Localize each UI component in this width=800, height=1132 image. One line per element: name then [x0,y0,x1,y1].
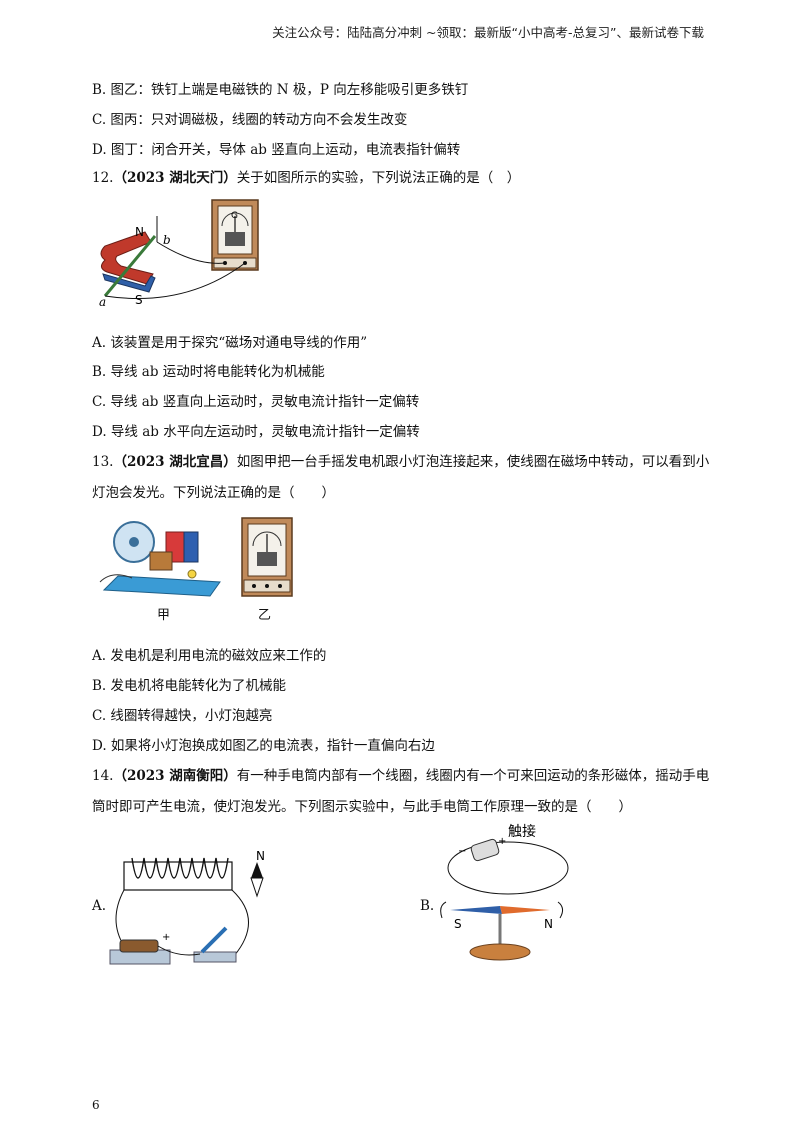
needle-south [450,906,502,914]
q11-option-c: C. 图丙：只对调磁极，线圈的转动方向不会发生改变 [92,112,408,128]
wire-b [156,241,226,264]
battery-plus-label: + [162,932,170,943]
q14-figure-a-solenoid-circuit: N + [109,849,265,965]
page-header: 关注公众号：陆陆高分冲刺 ~领取：最新版“小中高考-总复习”、最新试卷下载 [272,25,704,40]
touch-label: 触接 [508,823,536,840]
q14-option-b-label: B. [420,898,435,914]
label-a: a [99,295,106,309]
battery-cell [470,838,500,862]
label-s: S [135,293,143,307]
compass-south [250,877,264,898]
q13-source: （2023 湖北宜昌） [113,454,237,470]
q14-stem-text1: 有一种手电筒内部有一个线圈，线圈内有一个可来回运动的条形磁体，摇动手电 [236,768,710,784]
caption-yi: 乙 [258,608,272,623]
switch-base [193,951,237,963]
q14-source: （2023 湖南衡阳） [113,768,237,784]
q12-option-d: D. 导线 ab 水平向左运动时，灵敏电流计指针一定偏转 [92,424,420,440]
q14-figure-b-compass: 触接 + − S N [440,823,569,961]
q12-stem-text: 关于如图所示的实验，下列说法正确的是（ ） [236,170,521,186]
compass-north [251,862,263,878]
rotate-arrow-left [440,901,447,919]
compass-n-label: N [256,849,265,863]
q13-stem-text1: 如图甲把一台手摇发电机跟小灯泡连接起来，使线圈在磁场中转动，可以看到小 [236,454,710,470]
q13-stem-line2: 灯泡会发光。下列说法正确的是（ ） [92,485,335,501]
wire-a [104,262,246,300]
q13-option-a: A. 发电机是利用电流的磁效应来工作的 [92,648,327,664]
q13-number: 13. [92,454,114,470]
horseshoe-magnet-north [100,231,154,285]
generator-coil [149,551,173,571]
generator-board [102,575,221,597]
q13-option-c: C. 线圈转得越快，小灯泡越亮 [92,708,273,724]
wire-left [115,889,125,947]
galvanometer-mechanism [225,232,245,246]
q12-option-a: A. 该装置是用于探究“磁场对通电导线的作用” [92,335,368,351]
generator-magnet-blue [183,531,199,563]
q12-number: 12. [92,170,114,186]
switch-lever [200,926,228,954]
q12-option-c: C. 导线 ab 竖直向上运动时，灵敏电流计指针一定偏转 [92,394,420,410]
wire-loop [447,841,569,895]
page-number: 6 [92,1098,100,1112]
q13-stem-line1: 13.（2023 湖北宜昌）如图甲把一台手摇发电机跟小灯泡连接起来，使线圈在磁场… [92,450,709,470]
needle-s-label: S [454,917,462,931]
cell-minus-label: − [458,846,466,857]
battery [119,939,159,953]
q14-stem-line2: 筒时即可产生电流，使灯泡发光。下列图示实验中，与此手电筒工作原理一致的是（ ） [92,799,632,815]
solenoid-coil [131,857,229,879]
q13-option-d: D. 如果将小灯泡换成如图乙的电流表，指针一直偏向右边 [92,738,435,754]
cell-plus-label: + [498,836,506,847]
q12-option-b: B. 导线 ab 运动时将电能转化为机械能 [92,364,325,380]
label-n: N [135,225,144,239]
small-bulb [187,569,197,579]
rotate-arrow-right [557,901,564,919]
conductor-ab [103,235,157,297]
q11-option-d: D. 图丁：闭合开关，导体 ab 竖直向上运动，电流表指针偏转 [92,142,461,158]
caption-jia: 甲 [157,608,171,623]
q14-stem-line1: 14.（2023 湖南衡阳）有一种手电筒内部有一个线圈，线圈内有一个可来回运动的… [92,764,709,784]
needle-n-label: N [544,917,553,931]
q12-figure-magnet-galvanometer: G N S a b [99,199,259,309]
q14-option-a-label: A. [92,898,107,914]
compass-base [469,943,531,961]
q14-number: 14. [92,768,114,784]
galvanometer-g-label: G [231,211,238,221]
wire [99,574,133,583]
wire-bottom [157,945,201,956]
horseshoe-magnet-south [102,273,156,293]
q12-source: （2023 湖北天门） [113,170,237,186]
q13-figures [99,517,293,597]
wire-right [231,889,249,957]
q13-option-b: B. 发电机将电能转化为了机械能 [92,678,287,694]
q12-stem: 12.（2023 湖北天门）关于如图所示的实验，下列说法正确的是（ ） [92,166,520,186]
needle-north [500,906,550,914]
q11-option-b: B. 图乙：铁钉上端是电磁铁的 N 极，P 向左移能吸引更多铁钉 [92,82,469,98]
label-b: b [163,233,171,247]
